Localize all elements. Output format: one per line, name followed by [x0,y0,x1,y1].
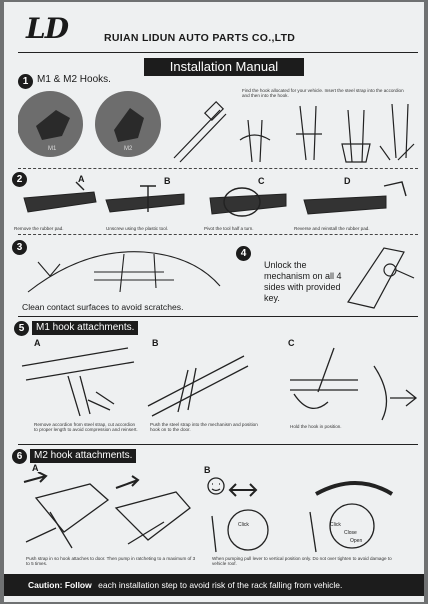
step-3-number: 3 [12,240,27,255]
step-5-caption-b: Push the steel strap into the mechanism … [150,422,258,432]
step-2-caption-c: Pivot the tool half a turn. [204,226,254,231]
car-roof-drawing [27,251,221,293]
step-4-number: 4 [236,246,251,261]
step-6-label-b: B [204,465,211,475]
open-label: Open [350,538,363,544]
divider-1 [18,168,418,169]
step-2-label-d: D [344,176,351,186]
header-rule [18,52,418,53]
step-6-number: 6 [12,449,27,464]
step-4-caption: Unlock the mechanism on all 4 sides with… [264,260,342,303]
step-2-label-b: B [164,176,171,186]
manual-title: Installation Manual [144,58,304,76]
hooks-photo [18,91,161,157]
step-5-number: 5 [14,321,29,336]
hook-m2-label: M2 [124,146,133,152]
m2-hook-drawings [23,472,394,553]
step-5-title: M1 hook attachments. [32,321,139,335]
step-5-caption-c: Hold the hook in position. [290,424,342,429]
step-5-label-a: A [34,338,41,348]
step-2-label-c: C [258,176,265,186]
company-logo: LD [26,12,69,45]
step-1-number: 1 [18,74,33,89]
caution-bar: Caution: Follow each installation step t… [4,574,424,596]
step-2-caption-b: Unscrew using the plastic tool. [106,226,169,231]
step-6-caption-b: When pumping pull lever to vertical posi… [212,556,392,566]
divider-3 [18,316,418,317]
step-2-caption-a: Remove the rubber pad. [14,226,64,231]
step-1-note: Find the hook allocated for your vehicle… [242,88,404,98]
step-2-caption-d: Reverse and reinstall the rubber pad. [294,226,370,231]
click-label-c: Click [330,522,341,528]
step-5-label-b: B [152,338,159,348]
strap-insertion-drawings [173,100,415,163]
step-5-caption-a: Remove accordion from steel strap, cut a… [34,422,138,432]
step-6-label-a: A [32,463,39,473]
caution-label: Caution: Follow [28,580,92,590]
m1-hook-drawings [21,347,418,421]
step-3-caption: Clean contact surfaces to avoid scratche… [22,302,184,312]
click-label-b: Click [238,522,249,528]
rubber-pad-drawings [23,181,407,217]
divider-4 [18,444,418,445]
caution-text: each installation step to avoid risk of … [98,580,343,590]
step-6-title: M2 hook attachments. [30,449,137,463]
company-name: RUIAN LIDUN AUTO PARTS CO.,LTD [104,32,296,44]
step-6-caption-a: Push strap in so hook attaches to door. … [26,556,196,566]
step-1-title: M1 & M2 Hooks. [37,74,111,85]
close-label: Close [344,530,357,536]
step-2-number: 2 [12,172,27,187]
hook-m1-label: M1 [48,146,57,152]
step-2-label-a: A [78,174,85,184]
key-unlock-drawing [347,247,415,309]
instruction-sheet: LD RUIAN LIDUN AUTO PARTS CO.,LTD Instal… [4,2,424,602]
divider-2 [18,234,418,235]
step-5-label-c: C [288,338,295,348]
